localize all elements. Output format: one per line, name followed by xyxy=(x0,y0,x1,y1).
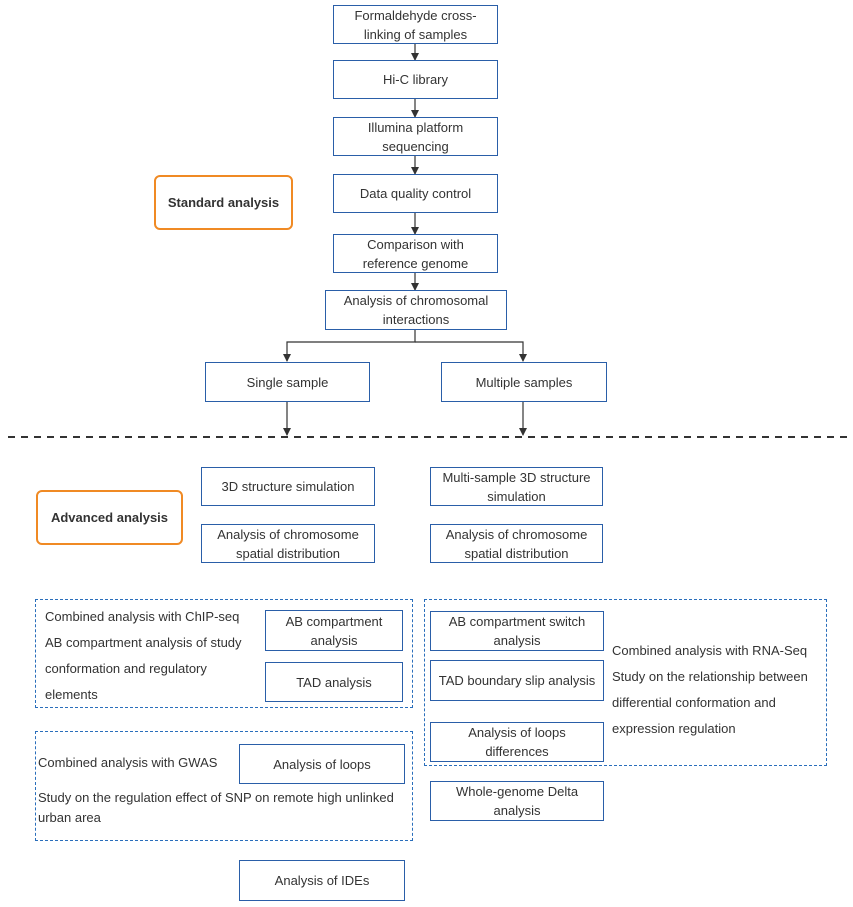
hic-library-box: Hi-C library xyxy=(333,60,498,99)
ides-analysis-box: Analysis of IDEs xyxy=(239,860,405,901)
multiple-samples-box: Multiple samples xyxy=(441,362,607,402)
split-connector xyxy=(283,330,416,362)
spatial-distribution-multi-box: Analysis of chromosome spatial distribut… xyxy=(430,524,603,563)
chip-seq-description: AB compartment analysis of study conform… xyxy=(45,635,242,702)
gwas-description: Study on the regulation effect of SNP on… xyxy=(38,790,394,825)
split-connector-right xyxy=(415,341,527,362)
single-sample-box: Single sample xyxy=(205,362,370,402)
ab-compartment-box: AB compartment analysis xyxy=(265,610,403,651)
tad-slip-box: TAD boundary slip analysis xyxy=(430,660,604,701)
quality-control-box: Data quality control xyxy=(333,174,498,213)
spatial-distribution-single-box: Analysis of chromosome spatial distribut… xyxy=(201,524,375,563)
ab-switch-box: AB compartment switch analysis xyxy=(430,611,604,651)
reference-comparison-box: Comparison with reference genome xyxy=(333,234,498,273)
standard-analysis-label: Standard analysis xyxy=(154,175,293,230)
multi-structure-3d-box: Multi-sample 3D structure simulation xyxy=(430,467,603,506)
sequencing-box: Illumina platform sequencing xyxy=(333,117,498,156)
crosslinking-box: Formaldehyde cross-linking of samples xyxy=(333,5,498,44)
rna-seq-title: Combined analysis with RNA-Seq xyxy=(612,643,808,658)
advanced-analysis-label: Advanced analysis xyxy=(36,490,183,545)
chromosomal-interactions-box: Analysis of chromosomal interactions xyxy=(325,290,507,330)
loops-differences-box: Analysis of loops differences xyxy=(430,722,604,762)
delta-analysis-box: Whole-genome Delta analysis xyxy=(430,781,604,821)
chip-seq-title: Combined analysis with ChIP-seq xyxy=(45,609,240,624)
loops-analysis-box: Analysis of loops xyxy=(239,744,405,784)
chip-seq-group xyxy=(35,599,413,708)
gwas-title: Combined analysis with GWAS xyxy=(38,755,218,770)
rna-seq-group xyxy=(424,599,827,766)
tad-analysis-box: TAD analysis xyxy=(265,662,403,702)
rna-seq-description: Study on the relationship between differ… xyxy=(612,669,808,736)
gwas-group xyxy=(35,731,413,841)
structure-3d-box: 3D structure simulation xyxy=(201,467,375,506)
